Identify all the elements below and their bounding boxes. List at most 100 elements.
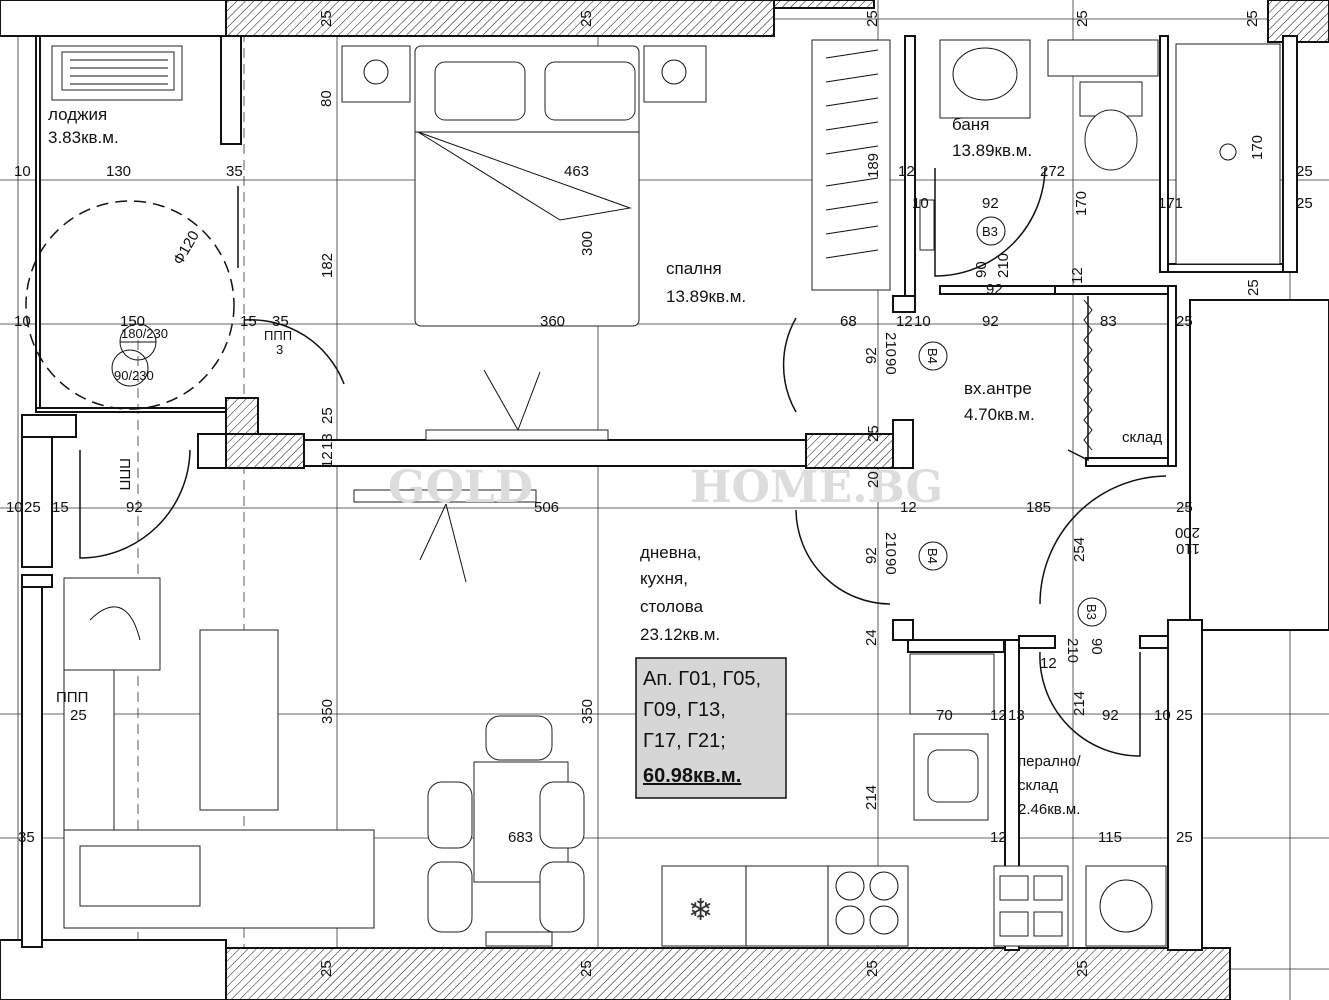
dim-90d: 90 xyxy=(1088,638,1105,655)
info-box-total: 60.98кв.м. xyxy=(643,765,741,787)
dim-15b: 15 xyxy=(52,499,69,516)
svg-text:❄: ❄ xyxy=(688,893,713,928)
watermark: GOLD HOME.BG xyxy=(388,462,943,513)
dim-25k: 25 xyxy=(1176,707,1193,724)
info-box-line1: Ап. Г01, Г05, xyxy=(643,668,761,690)
dim-210b: 210 xyxy=(882,332,899,357)
watermark-left: GOLD xyxy=(388,462,533,513)
dim-506: 506 xyxy=(534,499,559,516)
dim-24: 24 xyxy=(863,629,880,646)
dim-10d: 10 xyxy=(6,499,23,516)
door-tag-b4-living: B4 xyxy=(925,548,940,564)
dim-25l: 25 xyxy=(70,707,87,724)
living-line3: столова xyxy=(640,597,704,616)
dim-170b: 170 xyxy=(1073,191,1090,216)
bedroom-area: 13.89кв.м. xyxy=(666,287,746,306)
watermark-right: HOME.BG xyxy=(690,462,943,513)
living-line1: дневна, xyxy=(640,543,701,562)
dim-15a: 15 xyxy=(240,313,257,330)
ac-unit-icon xyxy=(51,45,183,101)
dim-25m: 25 xyxy=(1176,829,1193,846)
dim-25i: 25 xyxy=(24,499,41,516)
dim-350b: 350 xyxy=(579,699,596,724)
living-line2: кухня, xyxy=(640,569,688,588)
dim-92b: 92 xyxy=(986,281,1003,298)
dim-12g: 12 xyxy=(990,707,1007,724)
dim-ppp-b: ППП xyxy=(116,458,133,490)
door-tag-b4-entry: B4 xyxy=(925,348,940,364)
dim-189: 189 xyxy=(865,153,882,178)
dim-12b: 12 xyxy=(1069,267,1086,284)
dim-463: 463 xyxy=(564,163,589,180)
dim-25h: 25 xyxy=(865,425,882,442)
dim-150: 150 xyxy=(120,313,145,330)
dim-210d: 210 xyxy=(1064,638,1081,663)
dim-ppp-c: ППП xyxy=(56,689,88,706)
dim-3a: 3 xyxy=(276,342,283,357)
dimension-labels: 25 25 25 25 25 80 10 130 35 463 189 12 2… xyxy=(6,10,1313,977)
dim-360: 360 xyxy=(540,313,565,330)
dim-170a: 170 xyxy=(1249,135,1266,160)
wardrobe-icon xyxy=(811,39,891,291)
doors xyxy=(79,167,1167,757)
entrance-name: вх.антре xyxy=(964,379,1032,398)
dim-12c: 12 xyxy=(896,313,913,330)
info-box-line3: Г17, Г21; xyxy=(643,730,726,752)
dim-10c: 10 xyxy=(914,313,931,330)
dim-171: 171 xyxy=(1158,195,1183,212)
dim-80: 80 xyxy=(318,90,335,107)
dim-92e: 92 xyxy=(126,499,143,516)
turning-circle xyxy=(25,200,235,410)
loggia-name: лоджия xyxy=(48,105,107,124)
dim-130: 130 xyxy=(106,163,131,180)
dim-92d: 92 xyxy=(863,347,880,364)
dim-12a: 12 xyxy=(898,163,915,180)
dim-20: 20 xyxy=(865,471,882,488)
living-area: 23.12кв.м. xyxy=(640,625,720,644)
dim-right-25a: 25 xyxy=(1296,163,1313,180)
dim-200: 200 xyxy=(1175,524,1200,541)
dim-turning: Ф120 xyxy=(170,228,203,268)
dim-10e: 10 xyxy=(1154,707,1171,724)
dim-right-25b: 25 xyxy=(1296,195,1313,212)
dim-12h: 12 xyxy=(990,829,1007,846)
dim-top-25e: 25 xyxy=(1244,10,1261,27)
laundry-area: 2.46кв.м. xyxy=(1018,801,1080,818)
dim-254: 254 xyxy=(1071,537,1088,562)
dim-bottom-25d: 25 xyxy=(1074,960,1091,977)
interior-walls xyxy=(21,35,1329,951)
dim-right-25c: 25 xyxy=(1245,279,1262,296)
dim-top-25b: 25 xyxy=(578,10,595,27)
dim-70: 70 xyxy=(936,707,953,724)
laundry-line2: склад xyxy=(1018,777,1058,794)
dim-110: 110 xyxy=(1176,540,1200,557)
dim-90c: 90 xyxy=(882,558,899,575)
dim-bottom-25a: 25 xyxy=(318,960,335,977)
laundry-appliances-icon xyxy=(993,865,1167,947)
dim-214b: 214 xyxy=(863,785,880,810)
dim-left-10b: 10 xyxy=(14,313,31,330)
kitchen-counter-icon: ❄ xyxy=(661,653,995,947)
dim-90b: 90 xyxy=(882,358,899,375)
storage-label: склад xyxy=(1122,429,1162,446)
dim-210c: 210 xyxy=(882,532,899,557)
dim-12e: 12 xyxy=(900,499,917,516)
dim-182: 182 xyxy=(319,253,336,278)
dim-13b: 13 xyxy=(1008,707,1025,724)
dim-25j: 25 xyxy=(1176,499,1193,516)
dim-300: 300 xyxy=(579,231,596,256)
dim-top-25a: 25 xyxy=(318,10,335,27)
dim-68: 68 xyxy=(840,313,857,330)
bathroom-area: 13.89кв.м. xyxy=(952,141,1032,160)
dim-13a: 13 xyxy=(319,433,336,450)
door-tag-b3-bath: B3 xyxy=(982,224,998,239)
sofa-icon xyxy=(63,577,375,929)
wc-size-bottom: 90/230 xyxy=(114,368,154,383)
bedroom-name: спалня xyxy=(666,259,722,278)
dim-115: 115 xyxy=(1098,829,1122,846)
bathroom-fixtures xyxy=(919,39,1281,265)
dim-92a: 92 xyxy=(982,195,999,212)
dim-350a: 350 xyxy=(319,699,336,724)
tv-icon xyxy=(353,369,609,583)
